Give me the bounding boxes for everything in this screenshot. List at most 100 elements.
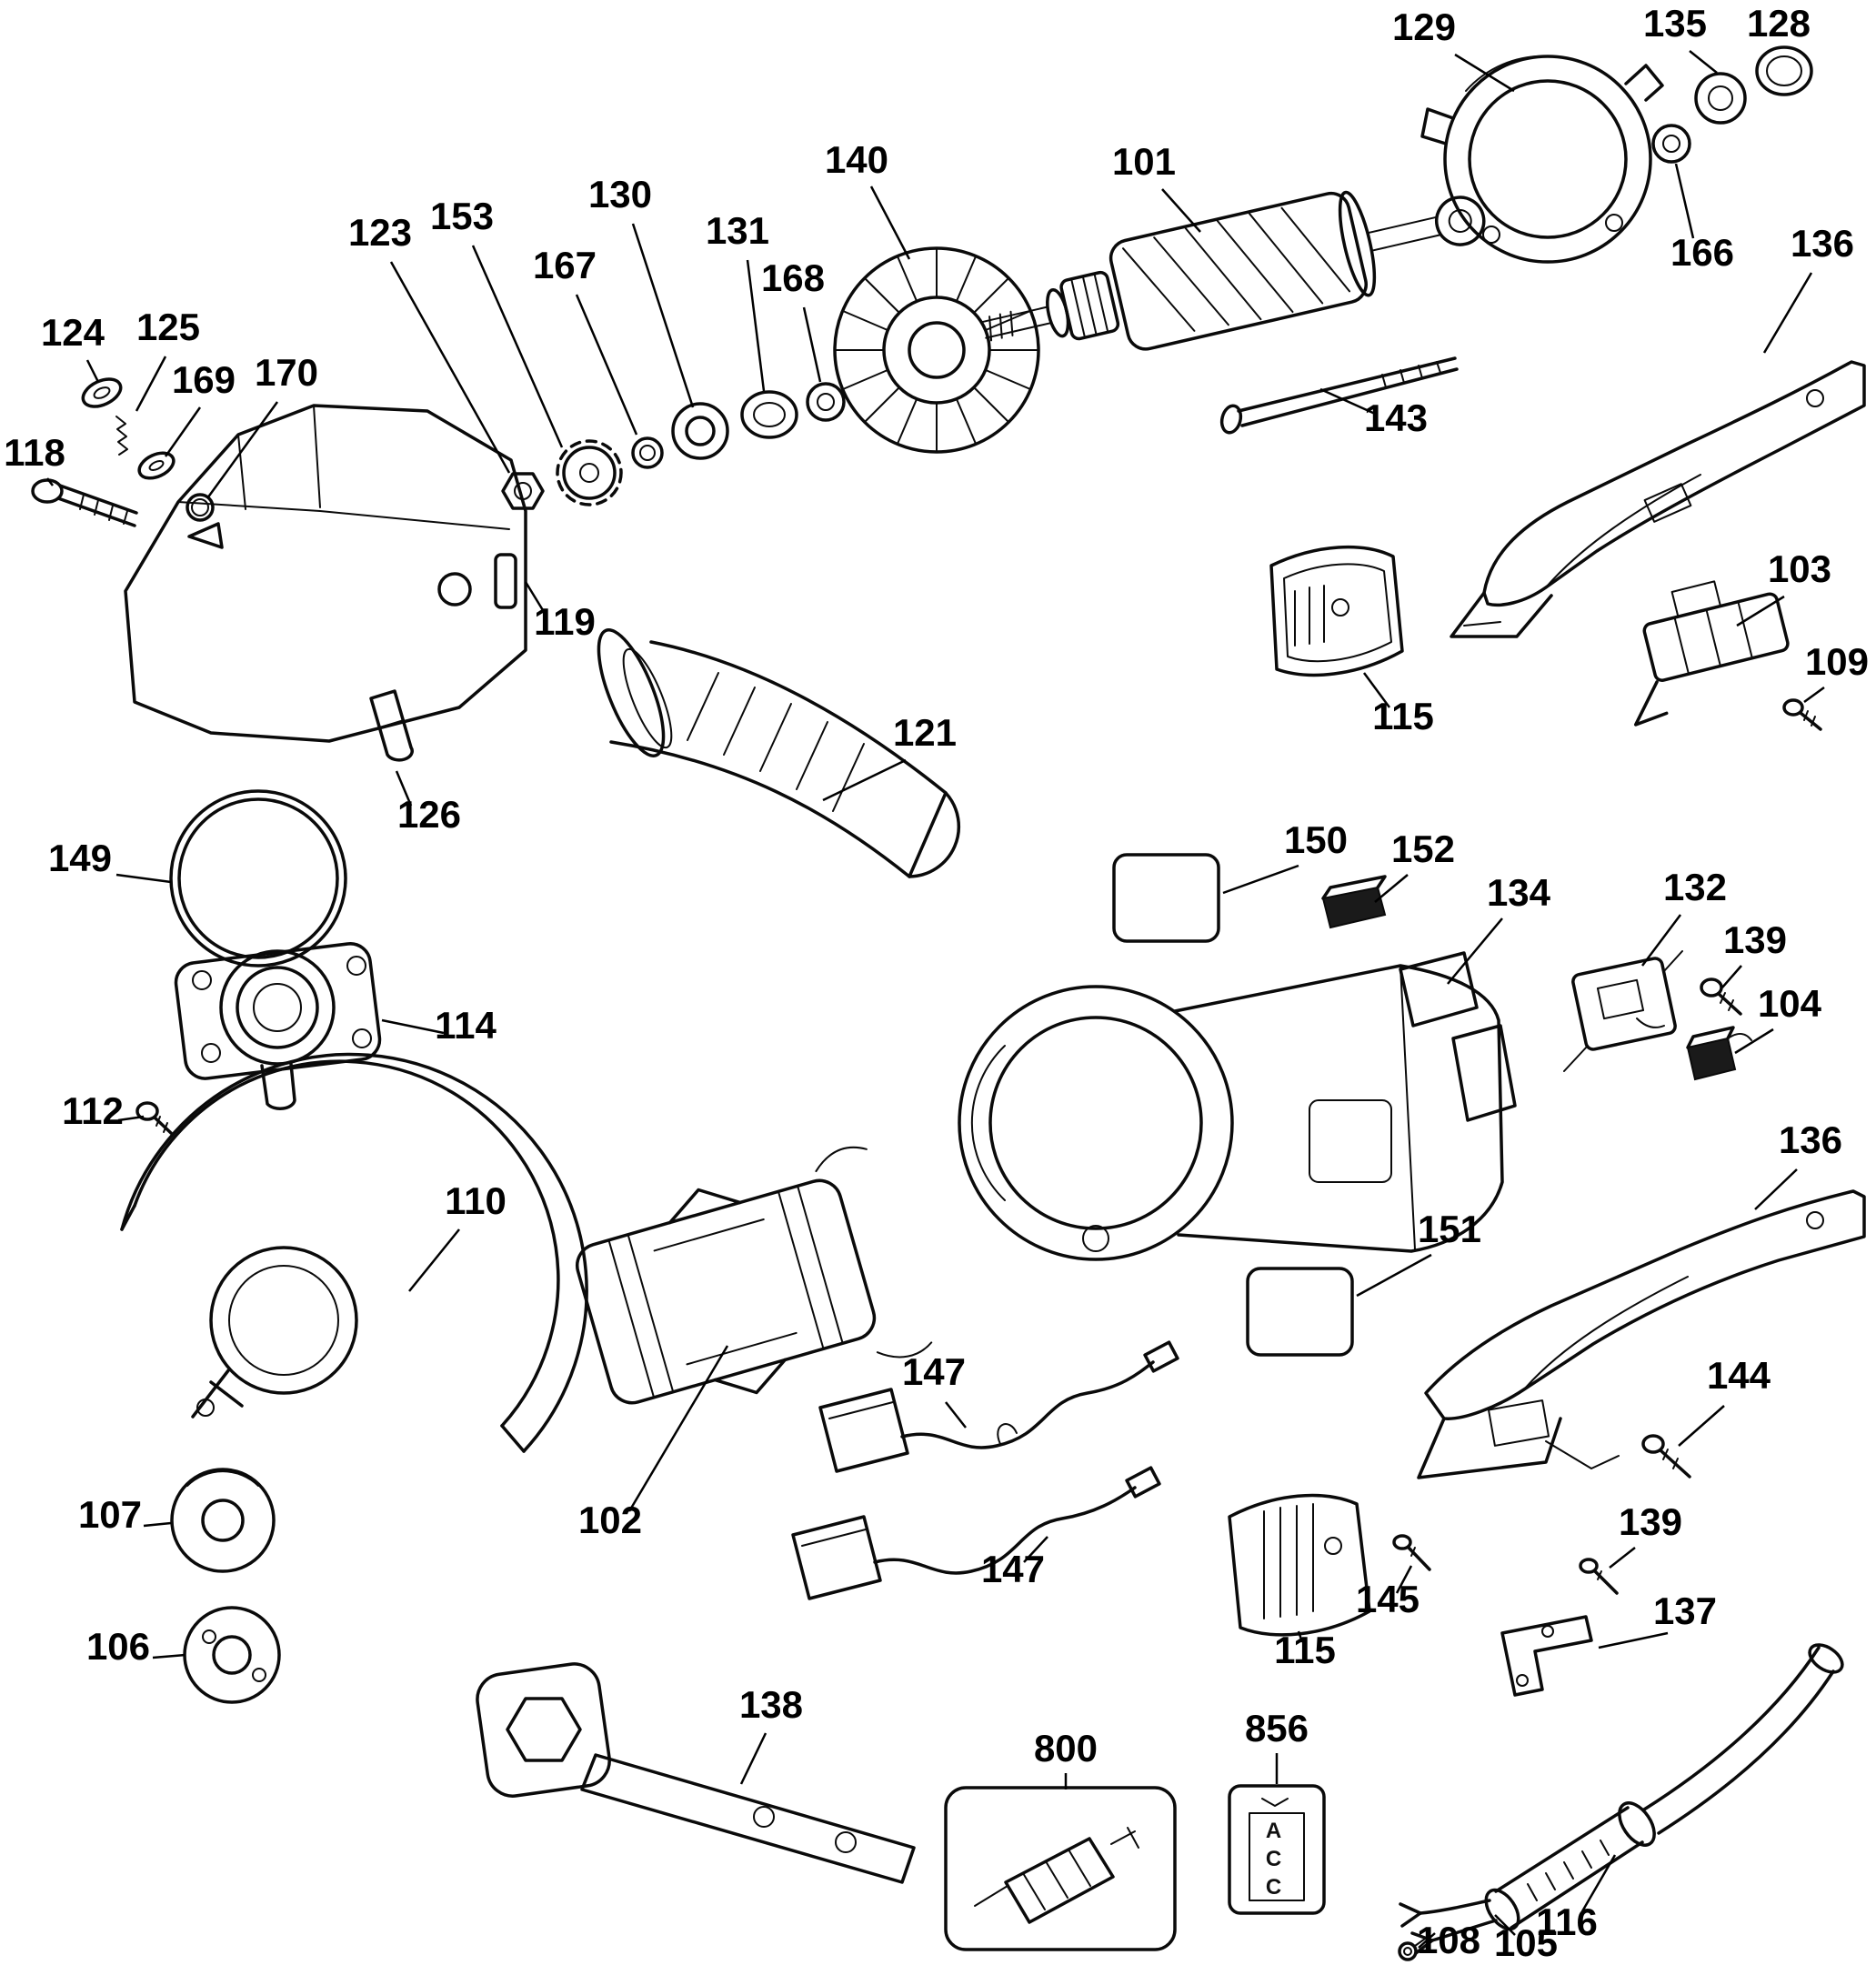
- part-label-108: 108: [1417, 1919, 1480, 1961]
- leader-line-134: [1447, 917, 1503, 985]
- leader-line-169: [164, 406, 202, 457]
- part-label-132: 132: [1663, 866, 1727, 908]
- brush-cover-top-drawing: [1269, 545, 1404, 677]
- box-152-drawing: [1321, 875, 1387, 929]
- part-label-103: 103: [1768, 547, 1831, 590]
- part-label-124: 124: [41, 311, 105, 354]
- field-coil-drawing: [576, 1146, 933, 1405]
- part-label-151: 151: [1418, 1208, 1481, 1250]
- leader-line-135: [1689, 50, 1718, 74]
- wrench-drawing: [476, 1662, 916, 1884]
- part-label-136: 136: [1791, 222, 1854, 265]
- part-label-140: 140: [825, 138, 888, 181]
- part-label-800: 800: [1034, 1727, 1098, 1770]
- acc-box-856-drawing: [1228, 1784, 1326, 1915]
- carbon-brush-104-drawing: [1686, 1026, 1752, 1081]
- leader-line-166: [1674, 163, 1695, 239]
- leader-line-102: [627, 1345, 729, 1512]
- leader-line-118: [46, 477, 54, 486]
- acc-box-label: ACC: [1261, 1819, 1286, 1903]
- leader-line-149: [115, 873, 172, 884]
- leader-line-130: [631, 223, 695, 408]
- brush-cover-bottom-drawing: [1228, 1493, 1371, 1637]
- o-ring-drawing: [169, 789, 347, 967]
- part-label-147: 147: [902, 1350, 966, 1393]
- leader-line-151: [1356, 1253, 1432, 1298]
- screw-143-drawing: [1219, 356, 1459, 435]
- carbon-brush-b-drawing: [791, 1466, 1161, 1600]
- part-label-105: 105: [1494, 1921, 1558, 1964]
- part-label-143: 143: [1364, 396, 1428, 439]
- screw-112-drawing: [135, 1101, 173, 1135]
- grommet-108-drawing: [1398, 1936, 1429, 1961]
- part-label-144: 144: [1707, 1354, 1771, 1397]
- bearing-washers-drawing: [671, 382, 846, 460]
- leader-line-115: [1297, 1630, 1304, 1643]
- leader-line-105: [1494, 1914, 1516, 1936]
- leader-line-110: [408, 1228, 460, 1292]
- leader-line-167: [575, 294, 638, 436]
- leader-line-112: [117, 1115, 145, 1122]
- leader-line-108: [1418, 1932, 1436, 1949]
- leader-line-114: [381, 1018, 445, 1035]
- part-label-107: 107: [78, 1493, 142, 1536]
- screw-139-bottom-drawing: [1579, 1558, 1619, 1595]
- part-label-115: 115: [1274, 1629, 1336, 1671]
- bearing-flange-drawing: [174, 942, 382, 1110]
- label-plate-151-drawing: [1246, 1267, 1354, 1357]
- brush-holder-drawing: [1563, 950, 1683, 1072]
- gear-case-drawing: [124, 404, 527, 762]
- part-label-110: 110: [445, 1179, 507, 1222]
- switch-drawing: [1633, 580, 1790, 727]
- part-label-136: 136: [1779, 1118, 1842, 1161]
- part-label-123: 123: [348, 211, 412, 254]
- part-label-102: 102: [578, 1499, 642, 1541]
- part-label-169: 169: [172, 358, 236, 401]
- part-label-104: 104: [1758, 982, 1822, 1025]
- washer-106-drawing: [183, 1606, 281, 1704]
- part-label-121: 121: [893, 711, 957, 754]
- part-label-112: 112: [62, 1089, 124, 1132]
- leader-line-152: [1374, 874, 1409, 903]
- part-label-153: 153: [430, 195, 494, 237]
- part-label-101: 101: [1112, 140, 1176, 183]
- part-label-145: 145: [1356, 1578, 1420, 1620]
- screw-145-drawing: [1392, 1534, 1431, 1571]
- leader-line-144: [1678, 1405, 1725, 1447]
- leader-line-115: [1362, 672, 1391, 708]
- part-label-106: 106: [86, 1625, 150, 1668]
- part-label-131: 131: [706, 209, 769, 252]
- part-label-152: 152: [1391, 827, 1455, 870]
- leader-line-106: [152, 1653, 186, 1659]
- leader-line-147: [1023, 1536, 1048, 1563]
- part-label-129: 129: [1392, 5, 1456, 48]
- leader-line-129: [1454, 53, 1515, 93]
- washer-107-drawing: [170, 1468, 276, 1573]
- part-label-150: 150: [1284, 818, 1348, 861]
- leader-line-136: [1762, 272, 1813, 354]
- leader-line-153: [471, 245, 564, 448]
- screw-118-drawing: [31, 478, 138, 527]
- screw-144-drawing: [1641, 1434, 1691, 1479]
- screw-109-drawing: [1782, 698, 1822, 731]
- part-label-138: 138: [739, 1683, 803, 1726]
- part-label-139: 139: [1723, 918, 1787, 961]
- part-label-856: 856: [1245, 1707, 1309, 1749]
- bracket-137-drawing: [1500, 1615, 1593, 1697]
- washer-stack-drawing: [81, 377, 215, 522]
- motor-housing-drawing: [958, 951, 1517, 1261]
- leader-line-124: [85, 359, 100, 383]
- gear-case-cover-drawing: [1420, 55, 1664, 264]
- leader-line-123: [389, 261, 511, 474]
- screw-139-top-drawing: [1700, 977, 1742, 1016]
- part-label-139: 139: [1619, 1500, 1682, 1543]
- part-label-134: 134: [1487, 871, 1551, 914]
- carbon-brush-a-drawing: [818, 1340, 1179, 1473]
- part-label-135: 135: [1643, 2, 1707, 45]
- leader-line-150: [1222, 864, 1299, 895]
- leader-line-109: [1803, 686, 1825, 704]
- leader-line-136: [1754, 1168, 1798, 1210]
- leader-line-132: [1641, 914, 1681, 967]
